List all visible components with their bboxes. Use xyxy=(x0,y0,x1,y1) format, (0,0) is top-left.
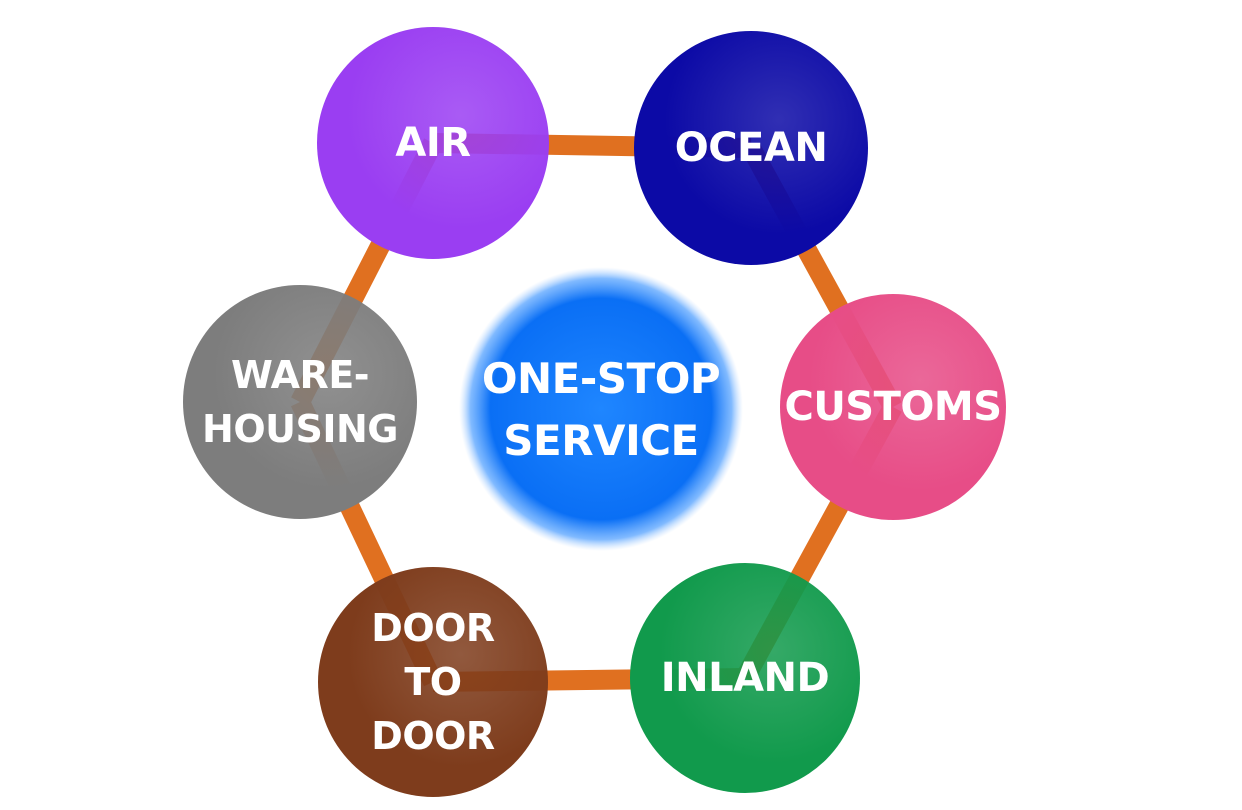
service-circle-air xyxy=(317,27,549,259)
service-label-air: AIR xyxy=(395,120,470,166)
service-label-line: HOUSING xyxy=(202,407,398,451)
service-label-line: WARE- xyxy=(231,353,369,397)
service-circle-ocean xyxy=(634,31,868,265)
service-node-customs: CUSTOMS xyxy=(780,294,1006,520)
service-label-line: INLAND xyxy=(661,655,829,701)
service-circle-warehousing xyxy=(183,285,417,519)
center-label-line: SERVICE xyxy=(503,416,698,465)
center-hub: ONE-STOP SERVICE xyxy=(459,267,743,551)
service-node-warehousing: WARE- HOUSING xyxy=(183,285,417,519)
center-circle xyxy=(459,267,743,551)
service-label-line: AIR xyxy=(395,120,470,166)
service-label-ocean: OCEAN xyxy=(675,125,828,171)
service-label-line: TO xyxy=(404,660,461,704)
service-node-air: AIR xyxy=(317,27,549,259)
service-label-warehousing: WARE- HOUSING xyxy=(202,353,398,451)
service-label-line: OCEAN xyxy=(675,125,828,171)
service-node-door-to-door: DOOR TO DOOR xyxy=(318,567,548,797)
service-label-line: DOOR xyxy=(371,606,495,650)
service-circle-customs xyxy=(780,294,1006,520)
service-label-inland: INLAND xyxy=(661,655,829,701)
center-label-line: ONE-STOP xyxy=(482,354,720,403)
service-node-ocean: OCEAN xyxy=(634,31,868,265)
center-label: ONE-STOP SERVICE xyxy=(482,354,720,465)
service-label-line: DOOR xyxy=(371,714,495,758)
service-label-line: CUSTOMS xyxy=(784,384,1001,430)
service-node-inland: INLAND xyxy=(630,563,860,793)
service-circle-inland xyxy=(630,563,860,793)
service-nodes: AIR OCEAN CUSTOMS INLAND DOOR TO DOOR WARE- HOUS… xyxy=(183,27,1006,797)
service-label-door-to-door: DOOR TO DOOR xyxy=(371,606,495,758)
service-circle-door-to-door xyxy=(318,567,548,797)
service-label-customs: CUSTOMS xyxy=(784,384,1001,430)
